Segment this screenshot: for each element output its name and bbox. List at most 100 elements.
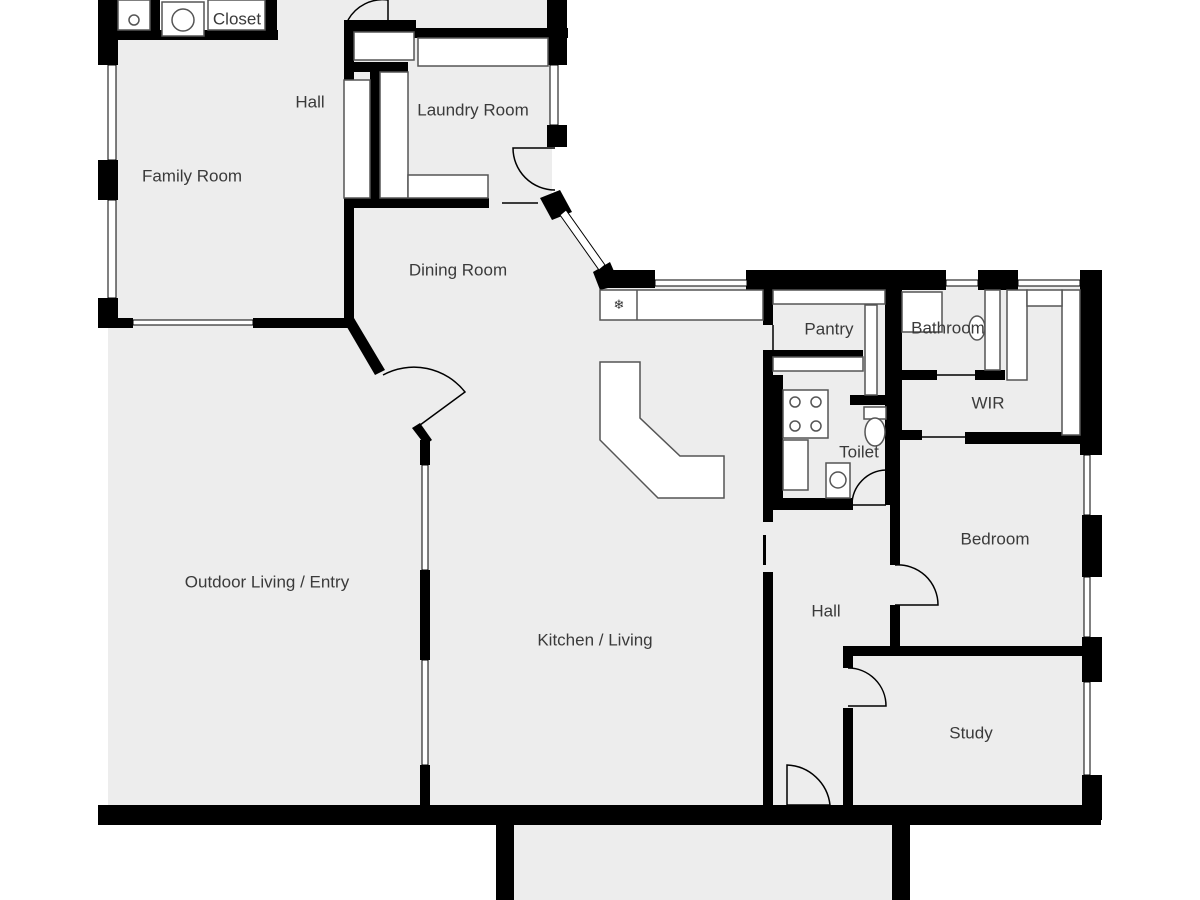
room-label-hall-north: Hall [295,92,324,111]
room-label-study: Study [949,723,993,742]
window [132,319,254,326]
cooktop-icon: ❄ [614,298,625,313]
toilet-bowl [864,417,886,447]
door [512,147,556,191]
wall [420,440,430,465]
wall [370,62,380,202]
window [107,64,117,161]
window [421,464,429,571]
wall [547,0,567,65]
door [847,667,887,707]
wall [892,815,910,900]
wall [1082,515,1102,577]
wir-shelf [1061,289,1081,436]
wall [763,535,766,565]
wall [1082,775,1102,820]
wall [1082,637,1102,682]
door [894,564,939,606]
wall [843,646,1093,656]
room-label-bathroom: Bathroom [911,318,985,337]
wall [763,350,773,522]
wall [344,20,416,32]
room-label-pantry: Pantry [804,319,854,338]
wall [344,318,385,375]
wall [547,125,567,147]
wall [420,765,430,810]
floor-study [850,655,1085,805]
room-label-hall-south: Hall [811,601,840,620]
floor-outdoor-living [108,325,425,805]
kitchen-cabinet [782,439,809,491]
laundry-shelf [353,31,415,61]
burner [810,396,822,408]
window [549,64,559,126]
window [945,279,979,287]
wall [253,318,353,328]
room-label-toilet: Toilet [839,442,879,461]
room-label-kitchen-living: Kitchen / Living [537,630,652,649]
room-label-family-room: Family Room [142,166,242,185]
room-label-outdoor-living: Outdoor Living / Entry [185,572,350,591]
window [107,199,117,299]
wall [408,28,568,38]
pantry-shelf [772,356,864,372]
room-label-dining-room: Dining Room [409,260,507,279]
wall [150,0,160,38]
window [559,209,606,271]
wall [496,815,514,900]
wall [420,570,430,660]
wall [850,395,890,405]
wall [885,290,895,410]
wall [763,350,863,360]
wall [843,646,853,668]
window [654,279,748,287]
wall [965,432,1085,444]
wall [98,318,133,328]
laundry-counter [407,174,489,199]
wall [763,290,773,325]
basin-fixture [171,8,195,32]
room-label-bedroom: Bedroom [961,529,1030,548]
vanity [984,289,1001,371]
hall-cabinet [343,79,371,199]
floor-dining-kitchen [352,205,770,805]
room-label-laundry-room: Laundry Room [417,100,529,119]
floor-bedroom [890,445,1085,650]
room-label-closet: Closet [213,9,261,28]
wall [975,370,1005,380]
wall [843,708,853,808]
burner [810,420,822,432]
wir-shelf [1006,289,1028,381]
wall [763,572,773,808]
wall [1080,270,1102,455]
doors [347,0,975,806]
stove-fixture [782,389,829,439]
window [1083,576,1091,638]
wall [892,290,902,440]
windows [107,64,1091,776]
pantry-shelf [772,289,886,305]
room-labels: Closet Hall Family Room Laundry Room Din… [142,9,1030,742]
window [1017,279,1081,287]
burner [789,420,801,432]
door [786,764,831,806]
wall [344,198,354,328]
basin-fixture [829,471,847,489]
wall [892,370,937,380]
floor-family-room [108,30,353,325]
wall [600,270,655,288]
wall [773,375,783,500]
closet-shelf [207,0,266,31]
floor-areas [108,0,1085,900]
wall [978,270,1018,290]
wall [763,498,853,510]
wall [890,605,900,650]
wall [98,805,1101,825]
toilet-fixture [863,406,887,420]
wall [892,430,922,440]
wir-shelf [1026,289,1063,307]
laundry-cabinet [379,71,409,199]
pantry-shelf [864,304,878,396]
wall [265,0,277,40]
